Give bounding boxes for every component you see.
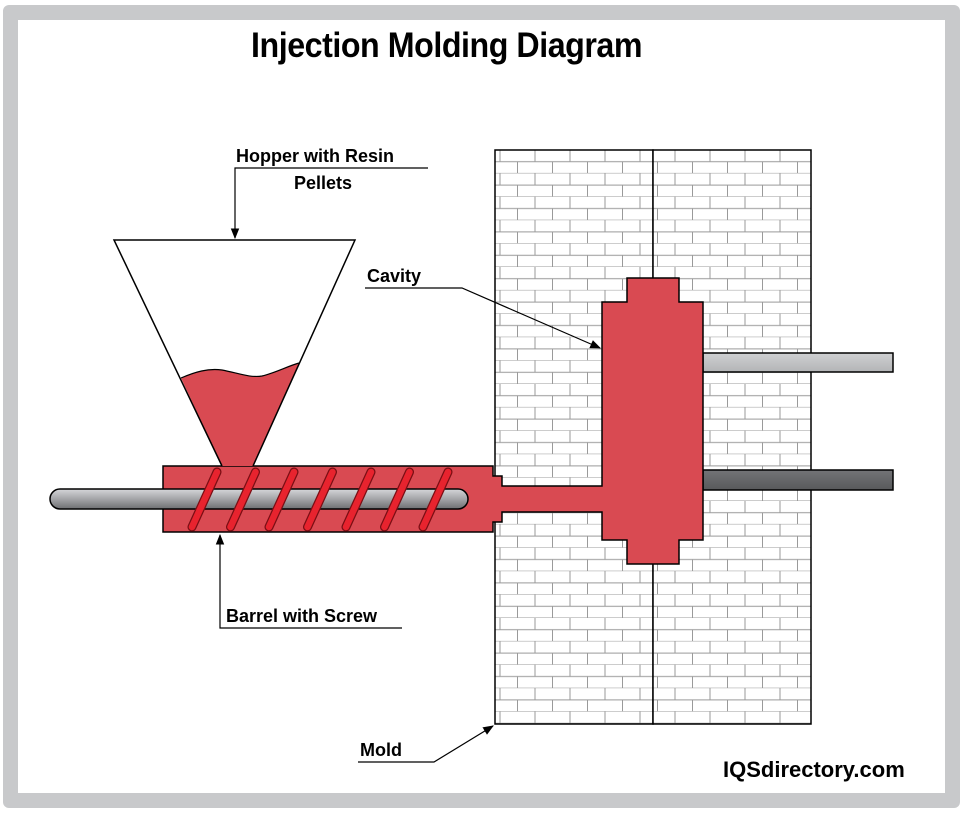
- hopper-leader: [230, 167, 428, 240]
- cavity-label: Cavity: [367, 266, 421, 286]
- brand-watermark: IQSdirectory.com: [723, 757, 905, 782]
- screw-flights: [187, 467, 453, 532]
- screw-flight: [265, 468, 298, 531]
- screw-flight: [188, 468, 221, 531]
- barrel-leader: [215, 533, 402, 629]
- ejector-rod-light: [702, 352, 894, 373]
- cavity-leader: [365, 287, 601, 349]
- mold-label: Mold: [360, 740, 402, 760]
- hopper-label-line1: Hopper with Resin: [236, 146, 394, 166]
- leader-lines: [215, 167, 601, 763]
- mold-leader: [358, 725, 494, 763]
- hopper-resin-surface: [180, 362, 300, 379]
- ejector-rod-dark: [702, 469, 894, 491]
- hopper-resin: [181, 363, 299, 466]
- screw-flight: [304, 468, 336, 531]
- screw-flight: [419, 468, 452, 531]
- screw-flight: [381, 468, 413, 531]
- screw-flight: [227, 468, 259, 531]
- barrel-label: Barrel with Screw: [226, 606, 378, 626]
- hopper: [112, 239, 357, 467]
- hopper-outline: [112, 239, 357, 467]
- diagram-title: Injection Molding Diagram: [251, 26, 643, 65]
- hopper-label-line2: Pellets: [294, 173, 352, 193]
- screw-flight: [342, 468, 375, 531]
